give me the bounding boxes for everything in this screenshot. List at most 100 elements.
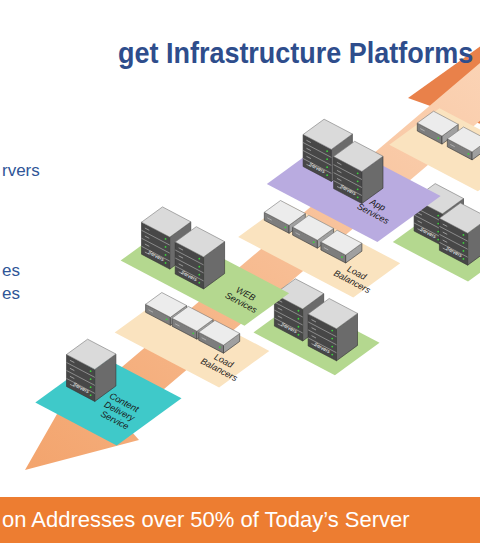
drive-bay bbox=[145, 236, 149, 238]
slide-title: get Infrastructure Platforms bbox=[118, 36, 473, 70]
bullet-text: rvers bbox=[2, 161, 40, 181]
status-led bbox=[326, 166, 328, 168]
status-led bbox=[463, 250, 465, 252]
band-outline bbox=[114, 296, 270, 388]
drive-bay bbox=[337, 178, 341, 180]
status-led bbox=[326, 158, 328, 160]
drive-bay bbox=[145, 244, 149, 246]
drive-bay bbox=[420, 129, 424, 131]
drive-bay bbox=[179, 264, 183, 266]
drive-bay bbox=[278, 308, 282, 310]
status-led bbox=[198, 282, 200, 284]
drive-bay bbox=[278, 316, 282, 318]
drive-bay bbox=[179, 256, 183, 258]
status-led bbox=[284, 226, 286, 228]
server-slot bbox=[141, 238, 169, 253]
drive-bay bbox=[337, 162, 341, 164]
status-led bbox=[298, 310, 300, 312]
server-top bbox=[334, 141, 383, 171]
server-top bbox=[264, 201, 305, 226]
drive-bay bbox=[418, 213, 422, 215]
status-led bbox=[437, 239, 439, 241]
drive-bay bbox=[306, 156, 310, 158]
drive-bay bbox=[70, 360, 74, 362]
server-stack bbox=[175, 227, 224, 289]
server-top bbox=[175, 227, 224, 257]
server-stack bbox=[439, 203, 480, 265]
status-led bbox=[219, 346, 221, 348]
server-slot bbox=[308, 330, 336, 345]
load-balancer-unit bbox=[447, 127, 480, 160]
server-slot bbox=[141, 230, 169, 245]
status-led bbox=[298, 334, 300, 336]
load-balancer-unit bbox=[321, 230, 362, 263]
server-stack bbox=[334, 141, 383, 203]
status-led bbox=[437, 137, 439, 139]
server-stack bbox=[308, 299, 357, 361]
server-slot bbox=[175, 250, 203, 265]
status-led bbox=[192, 332, 194, 334]
status-led bbox=[90, 378, 92, 380]
status-led bbox=[341, 256, 343, 258]
status-led bbox=[326, 174, 328, 176]
status-led bbox=[331, 346, 333, 348]
server-top bbox=[293, 215, 334, 240]
server-top bbox=[439, 203, 480, 233]
drive-bay bbox=[306, 140, 310, 142]
status-led bbox=[90, 370, 92, 372]
server-slot bbox=[308, 322, 336, 337]
drive-bay bbox=[175, 324, 179, 326]
load-balancer-unit bbox=[199, 320, 240, 353]
status-led bbox=[326, 150, 328, 152]
drive-bay bbox=[312, 336, 316, 338]
service-band: Load Balancers bbox=[114, 296, 270, 388]
drive-bay bbox=[312, 320, 316, 322]
drive-bay bbox=[70, 376, 74, 378]
status-led bbox=[437, 223, 439, 225]
drive-bay bbox=[312, 328, 316, 330]
server-top bbox=[447, 127, 480, 152]
drive-bay bbox=[443, 224, 447, 226]
status-led bbox=[468, 153, 470, 155]
server-top bbox=[321, 230, 362, 255]
status-led bbox=[198, 274, 200, 276]
drive-bay bbox=[337, 170, 341, 172]
server-slot bbox=[334, 165, 362, 180]
status-led bbox=[463, 258, 465, 260]
status-led bbox=[298, 326, 300, 328]
drive-bay bbox=[306, 148, 310, 150]
server-slot bbox=[334, 173, 362, 188]
server-top bbox=[67, 339, 116, 369]
status-led bbox=[165, 246, 167, 248]
server-slot bbox=[439, 234, 467, 249]
status-led bbox=[298, 318, 300, 320]
footer-bar: on Addresses over 50% of Today’s Server bbox=[0, 497, 480, 543]
server-top bbox=[303, 119, 352, 149]
status-led bbox=[357, 188, 359, 190]
drive-bay bbox=[179, 248, 183, 250]
drive-bay bbox=[443, 240, 447, 242]
status-led bbox=[437, 215, 439, 217]
server-top bbox=[199, 320, 240, 345]
server-slot bbox=[303, 143, 331, 158]
drive-bay bbox=[296, 233, 300, 235]
server-slot bbox=[274, 310, 302, 325]
band-shape bbox=[267, 138, 441, 242]
status-led bbox=[357, 196, 359, 198]
status-led bbox=[165, 238, 167, 240]
server-slot bbox=[67, 371, 95, 386]
status-led bbox=[90, 394, 92, 396]
server-slot bbox=[303, 151, 331, 166]
bullet-text: es bbox=[2, 284, 20, 304]
drive-bay bbox=[145, 228, 149, 230]
server-slot bbox=[439, 226, 467, 241]
status-led bbox=[437, 231, 439, 233]
drive-bay bbox=[443, 232, 447, 234]
status-led bbox=[331, 330, 333, 332]
server-slot bbox=[274, 302, 302, 317]
status-led bbox=[331, 338, 333, 340]
drive-bay bbox=[149, 310, 153, 312]
status-led bbox=[198, 258, 200, 260]
drive-bay bbox=[202, 338, 206, 340]
status-led bbox=[463, 242, 465, 244]
